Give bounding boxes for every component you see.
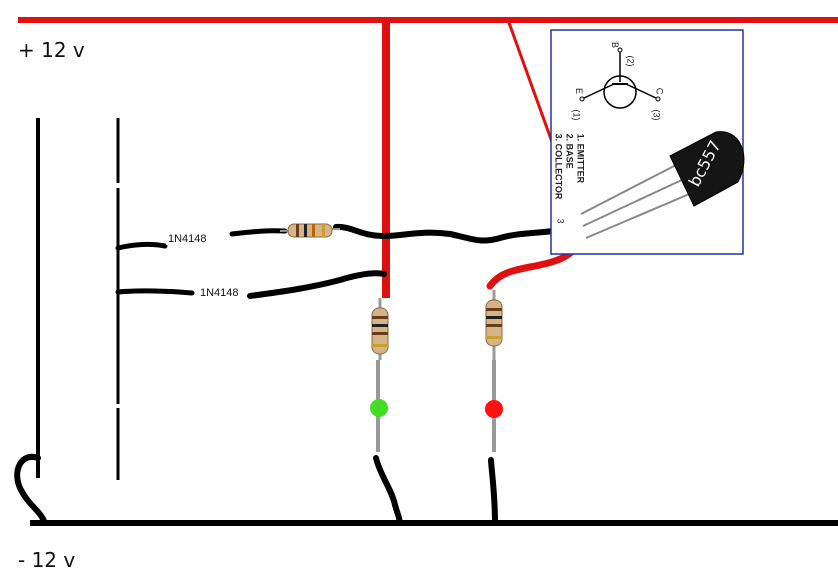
collector-label: C bbox=[654, 87, 665, 95]
base-pin-label: (2) bbox=[625, 55, 636, 67]
emitter-label: E bbox=[574, 87, 585, 95]
led-green bbox=[370, 399, 388, 417]
negative-rail-label: - 12 v bbox=[18, 548, 76, 572]
pin-list-emitter: 1. EMITTER bbox=[575, 133, 586, 184]
emitter-pin-label: (1) bbox=[571, 109, 582, 121]
led-left-ground-wire bbox=[373, 455, 403, 526]
lead-number: 3 bbox=[555, 218, 566, 224]
lower-signal-wire-2 bbox=[247, 270, 387, 299]
pin-list-collector: 3. COLLECTOR bbox=[553, 133, 564, 200]
pin-list: 1. EMITTER 2. BASE 3. COLLECTOR bbox=[552, 134, 585, 200]
led-right-ground-wire bbox=[488, 457, 498, 526]
upper-signal-wire-2 bbox=[229, 228, 288, 237]
transistor-bc557 bbox=[580, 131, 745, 239]
led-red bbox=[485, 400, 503, 418]
ground-wire bbox=[14, 453, 48, 526]
lower-signal-wire bbox=[115, 288, 195, 296]
diode-label-lower: 1N4148 bbox=[198, 287, 241, 299]
upper-signal-wire-3 bbox=[333, 223, 579, 244]
diode-label-upper: 1N4148 bbox=[166, 233, 209, 245]
collector-pin-label: (3) bbox=[651, 109, 662, 121]
pin-list-base: 2. BASE bbox=[564, 133, 575, 169]
upper-signal-wire bbox=[115, 241, 168, 251]
base-label: B bbox=[610, 42, 620, 48]
base-resistor bbox=[279, 223, 341, 238]
led-resistor-left bbox=[371, 298, 389, 360]
positive-rail-label: + 12 v bbox=[18, 38, 85, 62]
transistor-symbol bbox=[579, 47, 661, 109]
led-resistor-right bbox=[485, 290, 503, 360]
base-letter: B bbox=[610, 41, 621, 49]
